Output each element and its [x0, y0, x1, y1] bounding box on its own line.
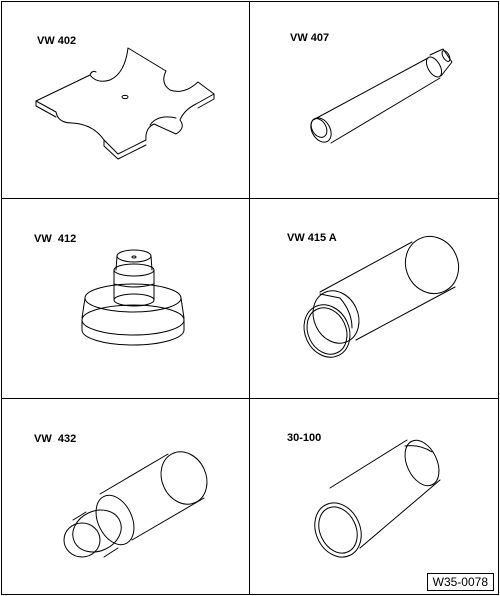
tool-vw402-plate-drawing — [35, 47, 215, 160]
tool-label-vw415a: VW 415 A — [287, 232, 337, 244]
column-divider — [249, 1, 250, 595]
tool-label-vw432: VW 432 — [34, 433, 77, 445]
tool-label-vw412: VW 412 — [34, 233, 77, 245]
tool-label-vw402: VW 402 — [37, 35, 77, 47]
tool-label-vw407: VW 407 — [290, 32, 330, 44]
row-divider-2 — [1, 398, 499, 399]
tool-vw415a-sleeve-drawing — [303, 236, 460, 358]
tool-30-100-sleeve-drawing — [314, 439, 441, 558]
tool-vw432-mandrel-drawing — [63, 451, 208, 558]
tool-label-30-100: 30-100 — [287, 432, 322, 444]
tool-vw412-drift-drawing — [81, 249, 185, 346]
row-divider-1 — [1, 198, 499, 199]
figure-reference: W35-0078 — [426, 573, 494, 591]
tool-vw407-pin-drawing — [310, 48, 453, 144]
